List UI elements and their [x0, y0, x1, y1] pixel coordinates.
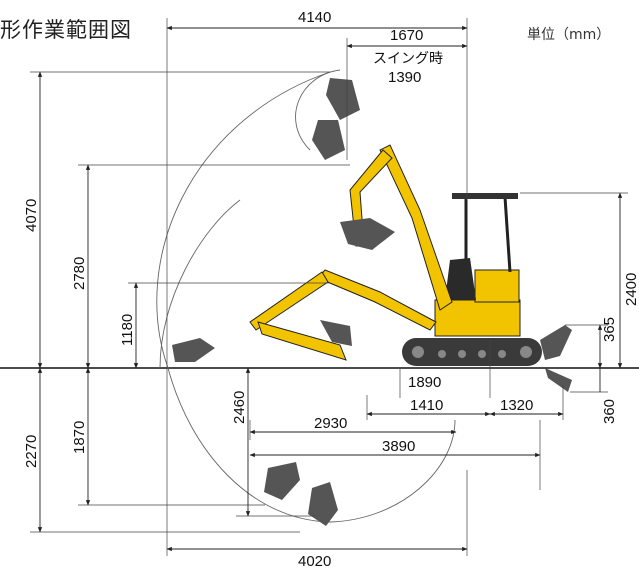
- dim-365: 365: [601, 317, 618, 342]
- bucket-raised: [340, 218, 395, 250]
- bucket-top: [326, 78, 360, 120]
- dim-1410: 1410: [410, 397, 443, 414]
- dim-4140: 4140: [298, 9, 331, 26]
- dim-2270: 2270: [23, 435, 40, 468]
- operator-seat: [445, 258, 476, 300]
- dim-1870: 1870: [71, 421, 88, 454]
- crawler-track: [402, 338, 542, 366]
- working-range-envelope: [156, 69, 456, 523]
- dim-1670: 1670: [390, 27, 423, 44]
- dim-1390: 1390: [388, 69, 421, 86]
- excavator: [172, 78, 572, 526]
- engine-cover: [474, 269, 520, 303]
- dim-2460: 2460: [231, 391, 248, 424]
- dim-1180: 1180: [119, 314, 136, 346]
- dozer-blade-lowered: [545, 368, 572, 392]
- diagram-title: 形作業範囲図: [0, 18, 132, 42]
- dim-1320: 1320: [500, 397, 533, 414]
- bucket-mid: [320, 320, 352, 346]
- dim-360: 360: [601, 399, 618, 424]
- swing-label: スイング時: [373, 50, 443, 66]
- arm-lower: [257, 321, 347, 361]
- dozer-blade: [540, 325, 572, 360]
- bucket-reach: [172, 338, 215, 362]
- arm-extended: [249, 271, 329, 331]
- dim-3890: 3890: [382, 438, 415, 455]
- bucket-upper: [312, 120, 345, 160]
- dim-4070: 4070: [23, 199, 40, 232]
- boom-extended: [317, 269, 437, 331]
- unit-label: 単位（mm）: [527, 27, 611, 43]
- bucket-deep: [264, 462, 300, 500]
- dim-1890: 1890: [408, 374, 441, 391]
- dim-4020: 4020: [298, 553, 331, 569]
- bucket-deepest: [308, 482, 338, 526]
- dim-2930: 2930: [314, 415, 347, 432]
- upper-structure: [434, 299, 521, 337]
- boom-raised: [379, 144, 453, 311]
- dim-2400: 2400: [623, 273, 639, 306]
- dim-2780: 2780: [71, 257, 88, 290]
